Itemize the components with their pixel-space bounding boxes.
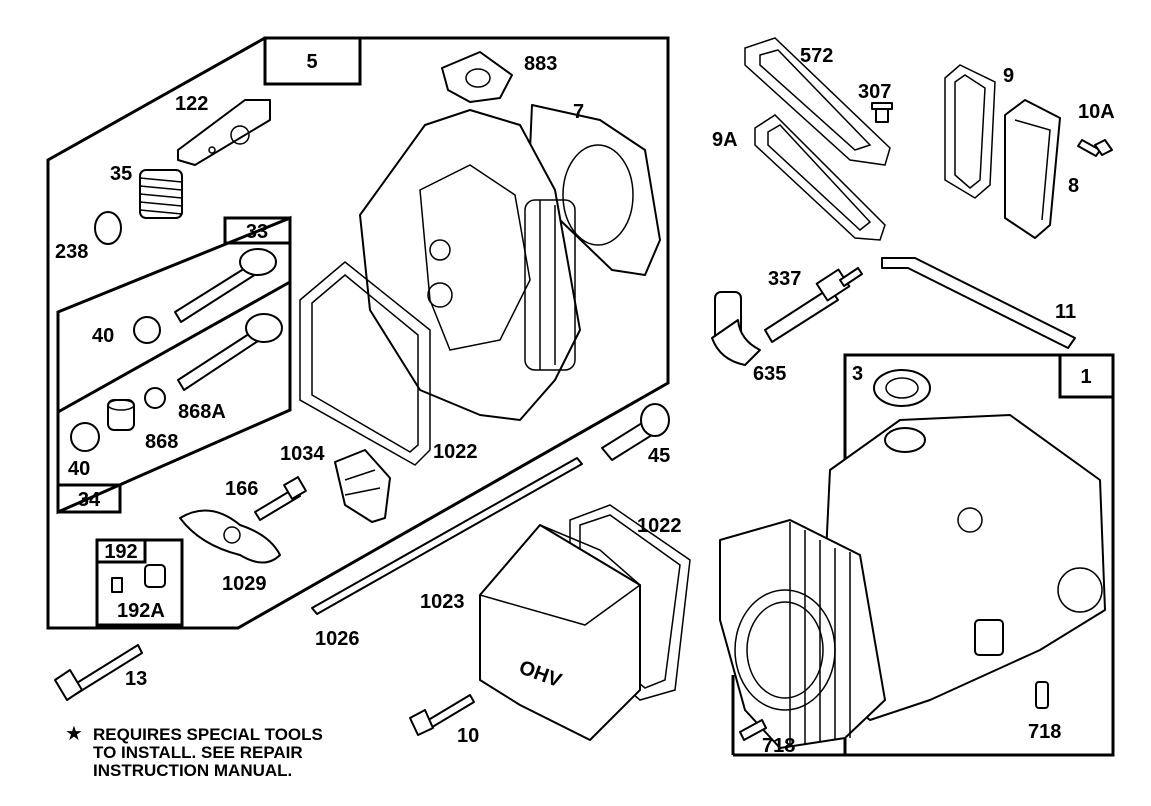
label-635: 635 (753, 363, 786, 385)
breather-cover-8 (1004, 99, 1061, 239)
bolt-10 (409, 694, 475, 736)
note-line-2: TO INSTALL. SEE REPAIR (93, 743, 303, 762)
washer-868A (144, 387, 166, 409)
rocker-arm-1029 (179, 509, 281, 564)
label-40-lower: 40 (68, 458, 90, 480)
rocker-stud-166 (254, 476, 307, 521)
rocker-cover-1023: OHV (478, 524, 642, 741)
gasket-9 (944, 64, 996, 199)
label-868: 868 (145, 431, 178, 453)
label-718-left: 718 (762, 735, 795, 757)
label-1029: 1029 (222, 573, 267, 595)
label-13: 13 (125, 668, 147, 690)
label-868A: 868A (178, 401, 226, 423)
label-box-5 (263, 36, 362, 86)
label-307: 307 (858, 81, 891, 103)
fitting-192A (111, 564, 166, 593)
label-9A: 9A (712, 129, 738, 151)
screw-307 (871, 102, 893, 123)
label-45: 45 (648, 445, 670, 467)
label-10: 10 (457, 725, 479, 747)
label-192A: 192A (117, 600, 165, 622)
engine-block (719, 414, 1106, 749)
valve-kit-divider (57, 280, 291, 414)
valve-retainer-40-lower (70, 422, 100, 452)
tappet-45 (601, 403, 670, 461)
valve-seal-868 (107, 399, 135, 431)
dowel-pin-718-right (1035, 681, 1049, 709)
cylinder-head (359, 109, 581, 421)
label-3: 3 (852, 363, 863, 385)
dowel-pin-718-left (739, 719, 767, 741)
label-10A: 10A (1078, 101, 1115, 123)
oil-seal-3 (873, 369, 931, 407)
label-8: 8 (1068, 175, 1079, 197)
label-238: 238 (55, 241, 88, 263)
label-33: 33 (246, 221, 268, 243)
intake-valve (177, 313, 283, 391)
label-1023: 1023 (420, 591, 465, 613)
label-1026: 1026 (315, 628, 360, 650)
label-11: 11 (1055, 301, 1076, 323)
label-1034: 1034 (280, 443, 325, 465)
valve-spring-35 (139, 169, 183, 219)
label-35: 35 (110, 163, 132, 185)
push-rod-1026 (311, 457, 583, 615)
label-7: 7 (573, 101, 584, 123)
label-box-34 (56, 483, 122, 514)
label-192: 192 (104, 541, 137, 563)
label-9: 9 (1003, 65, 1014, 87)
bolt-13 (54, 644, 143, 701)
gasket-883 (441, 51, 513, 103)
breather-plate-1034 (334, 449, 391, 523)
star-mark: ★ (65, 723, 83, 745)
gasket-572 (744, 37, 891, 166)
note-line-1: REQUIRES SPECIAL TOOLS (93, 725, 323, 744)
rocker-plate-122 (177, 99, 271, 166)
head-kit-frame (46, 36, 670, 630)
label-40-upper: 40 (92, 325, 114, 347)
label-572: 572 (800, 45, 833, 67)
label-337: 337 (768, 268, 801, 290)
label-1: 1 (1080, 366, 1091, 388)
label-box-33 (223, 216, 292, 245)
bolt-10A (1077, 139, 1113, 157)
rocker-gasket-1022-upper (299, 261, 431, 466)
label-1022-lower: 1022 (637, 515, 682, 537)
label-box-192 (95, 538, 147, 564)
spark-plug-337 (764, 267, 863, 343)
note-line-3: INSTRUCTION MANUAL. (93, 761, 292, 780)
label-34: 34 (78, 489, 101, 511)
valve-retainer-40-upper (133, 316, 161, 344)
label-1022-upper: 1022 (433, 441, 478, 463)
label-5: 5 (306, 51, 317, 73)
exhaust-valve (174, 248, 277, 323)
dipstick-tube-11 (881, 257, 1076, 349)
label-box-1 (1058, 353, 1115, 399)
gasket-9A (754, 114, 886, 241)
label-883: 883 (524, 53, 557, 75)
label-718-right: 718 (1028, 721, 1061, 743)
plug-238 (94, 211, 122, 245)
label-122: 122 (175, 93, 208, 115)
label-166: 166 (225, 478, 258, 500)
spark-boot-635 (711, 291, 761, 366)
valve-kit-33-frame (56, 215, 292, 515)
